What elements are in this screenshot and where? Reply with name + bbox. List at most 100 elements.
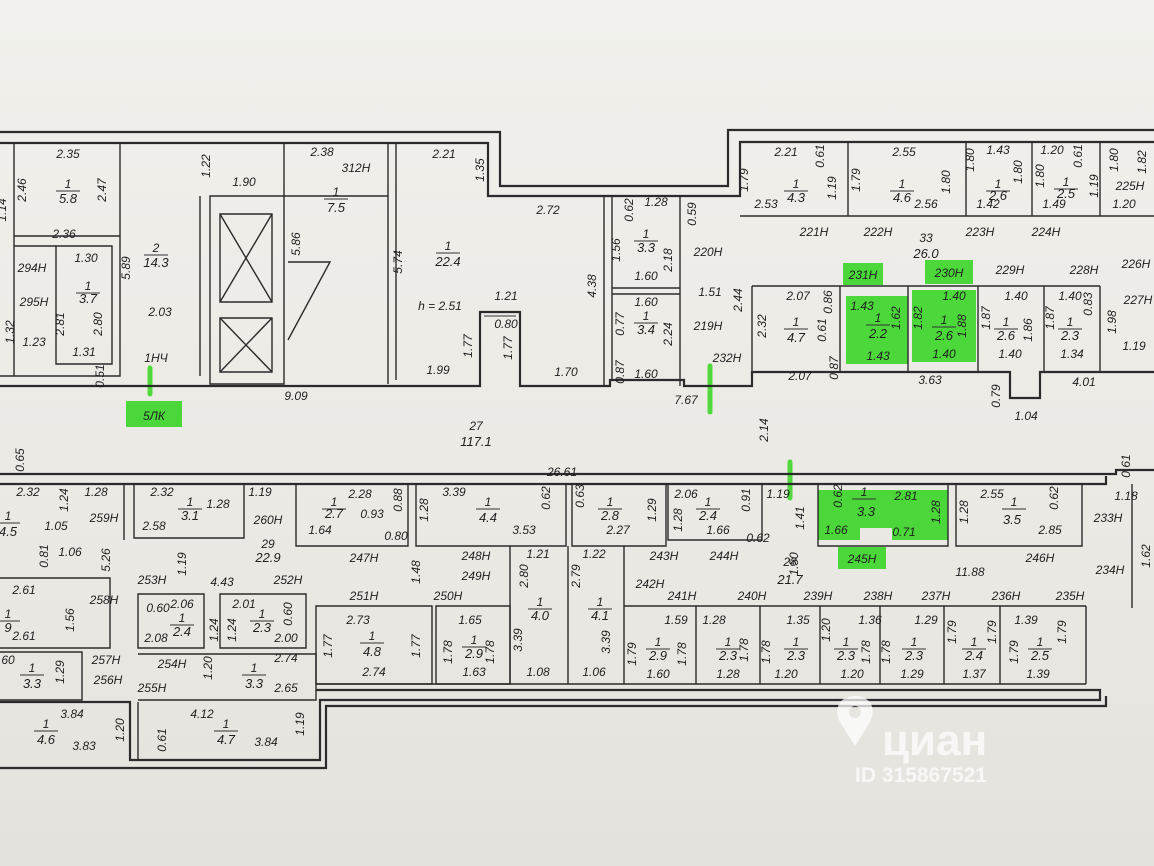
plan-label: 0.60 (146, 601, 170, 615)
plan-label: 257Н (91, 653, 121, 667)
plan-label: 1.48 (409, 560, 423, 584)
plan-label: 2.28 (347, 487, 372, 501)
room-area-label: 4.6 (37, 732, 56, 747)
plan-label: 1.20 (1040, 143, 1064, 157)
plan-label: 1 (179, 611, 186, 625)
plan-label: 1 (471, 633, 478, 647)
plan-label: 248Н (461, 549, 491, 563)
plan-label: 0.61 (1071, 144, 1085, 167)
plan-label: 1.32 (3, 320, 17, 344)
plan-label: 0.80 (384, 529, 408, 543)
plan-label: 0.65 (13, 448, 27, 472)
room-area-label: 2.5 (1030, 648, 1050, 663)
plan-label: 1.79 (945, 620, 959, 644)
room-area-label: 2.7 (324, 506, 344, 521)
room-area-label: 4.0 (531, 608, 550, 623)
plan-label: 260Н (253, 513, 283, 527)
plan-label: 1.77 (409, 633, 423, 658)
plan-label: 1.21 (494, 289, 517, 303)
plan-label: 1 (793, 635, 800, 649)
room-area-label: 5.8 (59, 191, 78, 206)
plan-label: 1.63 (462, 665, 486, 679)
plan-label: 227Н (1123, 293, 1153, 307)
plan-label: 4.43 (210, 575, 234, 589)
plan-label: 1.22 (199, 154, 213, 178)
plan-label: 1 (597, 595, 604, 609)
room-area-label: 2.3 (836, 648, 856, 663)
plan-label: 1 (5, 607, 12, 621)
plan-label: 1.79 (625, 642, 639, 666)
plan-label: 1 (65, 177, 72, 191)
plan-label: 7.67 (674, 393, 699, 407)
plan-label: 1.59 (664, 613, 688, 627)
plan-label: 2.72 (535, 203, 560, 217)
plan-label: 234Н (1095, 563, 1125, 577)
plan-label: 1.36 (858, 613, 882, 627)
plan-label: 2 (152, 241, 160, 255)
plan-label: 2.47 (95, 177, 109, 203)
plan-label: 220Н (693, 245, 723, 259)
plan-label: 3.39 (511, 628, 525, 652)
plan-label: 1.20 (1112, 197, 1136, 211)
plan-label: 1.79 (849, 168, 863, 192)
plan-label: 1.78 (879, 640, 893, 664)
plan-label: 1.22 (582, 547, 606, 561)
plan-label: 256Н (93, 673, 123, 687)
plan-label: 1 (259, 607, 266, 621)
plan-label: 1.65 (458, 613, 482, 627)
plan-label: 1.98 (1105, 310, 1119, 334)
plan-label: 0.86 (821, 290, 835, 314)
room-area-label: 4.7 (217, 732, 236, 747)
plan-label: 1 (861, 485, 868, 499)
plan-label: 0.71 (892, 525, 915, 539)
plan-label: 1.23 (22, 335, 46, 349)
plan-label: 2.36 (51, 227, 76, 241)
room-area-label: 4.8 (363, 644, 382, 659)
plan-label: 4.12 (190, 707, 214, 721)
plan-label: 2.38 (309, 145, 334, 159)
plan-label: 1.87 (1043, 305, 1057, 330)
plan-label: 229Н (995, 263, 1025, 277)
plan-label: 0.79 (989, 384, 1003, 408)
plan-label: 1 (793, 315, 800, 329)
plan-label: 0.62 (1047, 486, 1061, 510)
plan-label: 1.56 (609, 238, 623, 262)
plan-label: 236Н (991, 589, 1021, 603)
plan-label: 1.49 (1042, 197, 1066, 211)
plan-label: 1.39 (1026, 667, 1050, 681)
plan-label: 1.79 (737, 168, 751, 192)
plan-label: 1.28 (644, 195, 668, 209)
plan-label: 1.28 (671, 508, 685, 532)
plan-label: 1.40 (1004, 289, 1028, 303)
room-area-label: 2.3 (786, 648, 806, 663)
plan-label: 1.28 (929, 500, 943, 524)
plan-label: 5.26 (99, 548, 113, 572)
plan-label: 1.40 (942, 289, 966, 303)
plan-label: 0.62 (831, 484, 845, 508)
plan-label: 1.28 (417, 498, 431, 522)
plan-label: 1.80 (1107, 148, 1121, 172)
room-area-label: 4.4 (479, 510, 497, 525)
highlight-room-245 (818, 490, 948, 540)
room-area-label: 117.1 (460, 434, 492, 449)
plan-label: 3.84 (60, 707, 84, 721)
plan-label: 1.43 (986, 143, 1010, 157)
plan-label: 242Н (635, 577, 665, 591)
plan-label: 1.06 (58, 545, 82, 559)
plan-label: 228Н (1069, 263, 1099, 277)
room-area-label: 4.5 (0, 524, 18, 539)
plan-label: 1.78 (859, 640, 873, 664)
callout-5lk: 5ЛК (143, 409, 166, 423)
plan-label: 2.35 (55, 147, 80, 161)
plan-label: 1 (29, 661, 36, 675)
plan-label: 1 (875, 311, 882, 325)
plan-label: 2.00 (273, 631, 298, 645)
plan-label: 1 (643, 227, 650, 241)
plan-label: 1.62 (1139, 544, 1153, 568)
plan-label: 1 (85, 279, 92, 293)
plan-label: 2.80 (517, 564, 531, 589)
plan-label: 2.32 (15, 485, 40, 499)
plan-label: 1.79 (1055, 620, 1069, 644)
plan-label: 0.83 (1081, 292, 1095, 316)
plan-label: 1.28 (206, 497, 230, 511)
